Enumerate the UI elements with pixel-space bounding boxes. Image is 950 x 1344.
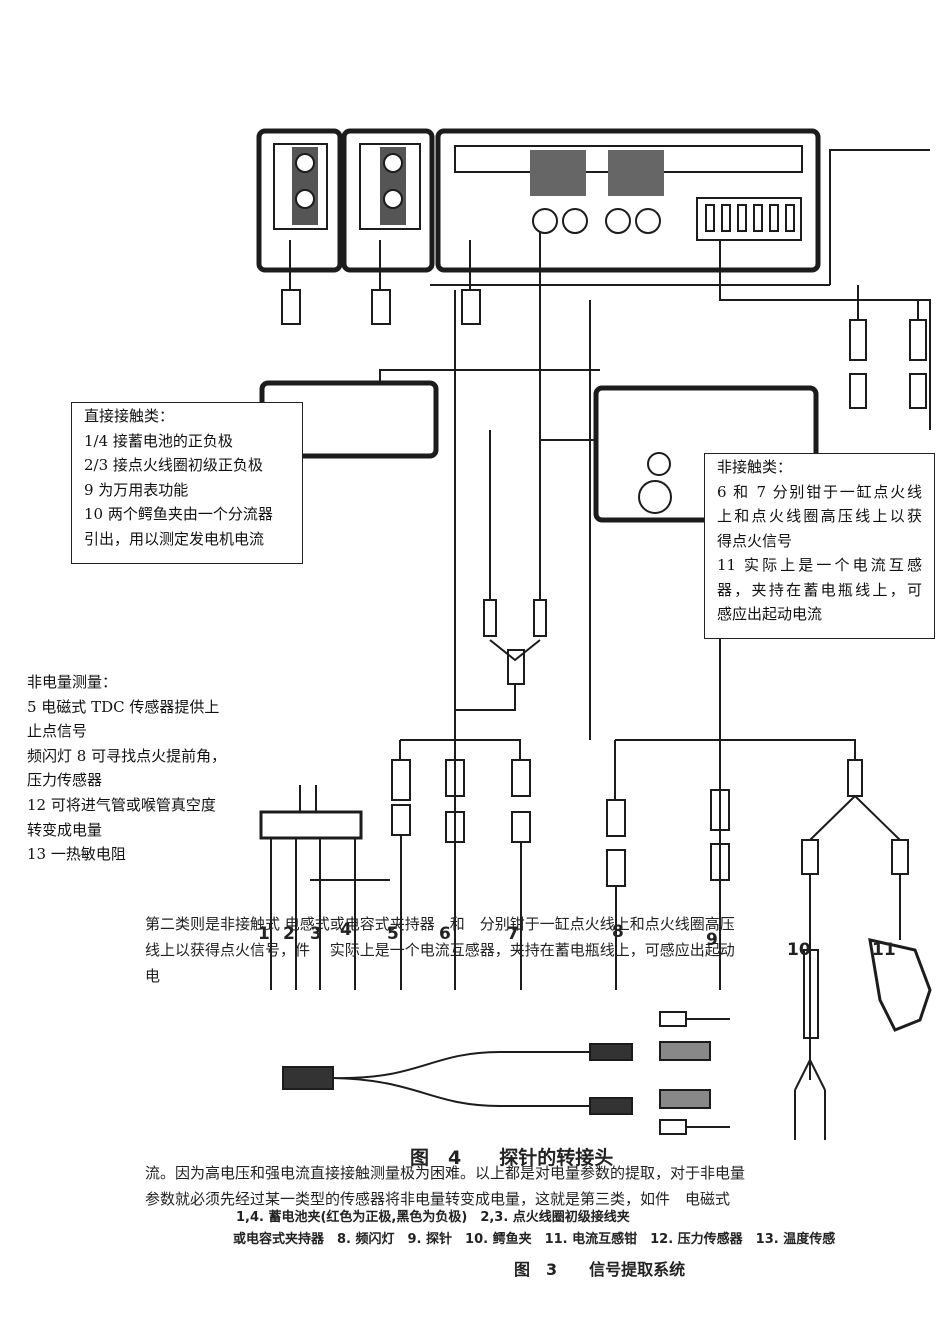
figure-4-caption: 图 4 探针的转接头 [410,1147,614,1169]
non-contact-item: 得点火信号 [717,531,793,550]
part-number-7: 7 [507,924,519,944]
non-electric-item: 13 一热敏电阻 [27,845,126,864]
direct-contact-note: 直接接触类： 1/4 接蓄电池的正负极 2/3 接点火线圈初级正负极 9 为万用… [71,402,303,564]
direct-contact-item: 10 两个鳄鱼夹由一个分流器 [84,505,273,523]
non-electric-item: 频闪灯 8 可寻找点火提前角， [27,746,227,765]
direct-contact-item: 引出，用以测定发电机电流 [84,529,265,548]
non-contact-title: 非接触类： [717,458,793,476]
body-paragraph-1: 第二类则是非接触式 电感式或电容式夹持器 和 分别钳于一缸点火线上和点火线圈高压… [145,911,825,989]
direct-contact-item: 1/4 接蓄电池的正负极 [84,431,233,450]
part-number-3: 3 [310,924,322,944]
figure-3-caption: 图 3 信号提取系统 [514,1260,686,1279]
non-contact-item: 11 实际上是一个电流互感 [717,556,922,574]
connector-block [259,810,363,840]
main-analyzer-box [435,128,821,273]
non-electric-item: 12 可将进气管或喉管真空度 [27,795,216,814]
non-electric-item: 压力传感器 [27,771,103,790]
body-paragraph-2: 流。因为高电压和强电流直接接触测量极为困难。以上都是对电量参数的提取，对于非电量… [145,1160,825,1212]
part-number-11: 11 [872,940,896,960]
figure-3-legend-line-2: 或电容式夹持器 8. 频闪灯 9. 探针 10. 鳄鱼夹 11. 电流互感钳 1… [233,1232,836,1247]
part-number-4: 4 [340,920,352,940]
direct-contact-title: 直接接触类： [84,407,175,425]
paragraph-line: 参数就必须先经过某一类型的传感器将非电量转变成电量，这就是第三类，如件 电磁式 [145,1190,731,1208]
part-number-2: 2 [283,924,295,944]
part-number-5: 5 [387,924,399,944]
paragraph-line: 线上以获得点火信号，件 实际上是一个电流互感器，夹持在蓄电瓶线上，可感应出起动 [145,941,735,959]
instrument-box-2 [341,128,435,273]
non-electric-item: 转变成电量 [27,820,103,839]
part-number-1: 1 [258,924,270,944]
part-number-8: 8 [612,922,624,942]
direct-contact-item: 2/3 接点火线圈初级正负极 [84,456,263,474]
paragraph-line: 电 [145,967,161,985]
part-number-9: 9 [706,930,718,950]
non-contact-item: 器，夹持在蓄电瓶线上，可 [717,580,922,599]
instrument-box-1 [256,128,343,273]
non-electric-title: 非电量测量： [27,673,118,691]
direct-contact-item: 9 为万用表功能 [84,480,189,499]
paragraph-line: 第二类则是非接触式 电感式或电容式夹持器 和 分别钳于一缸点火线上和点火线圈高压 [145,915,735,933]
figure-3-legend-line-1: 1,4. 蓄电池夹(红色为正极,黑色为负极) 2,3. 点火线圈初级接线夹 [236,1210,630,1225]
non-contact-item: 感应出起动电流 [717,605,823,623]
non-contact-item: 上和点火线圈高压线上以获 [717,507,922,525]
non-contact-note: 非接触类： 6 和 7 分别钳于一缸点火线 上和点火线圈高压线上以获 得点火信号… [704,453,935,639]
part-number-10: 10 [787,940,811,960]
non-electric-note: 非电量测量： 5 电磁式 TDC 传感器提供上 止点信号 频闪灯 8 可寻找点火… [27,670,226,867]
paragraph-line: 流。因为高电压和强电流直接接触测量极为困难。以上都是对电量参数的提取，对于非电量 [145,1164,746,1182]
non-contact-item: 6 和 7 分别钳于一缸点火线 [717,482,922,501]
non-electric-item: 5 电磁式 TDC 传感器提供上 [27,697,220,716]
part-number-6: 6 [439,924,451,944]
non-electric-item: 止点信号 [27,722,88,741]
